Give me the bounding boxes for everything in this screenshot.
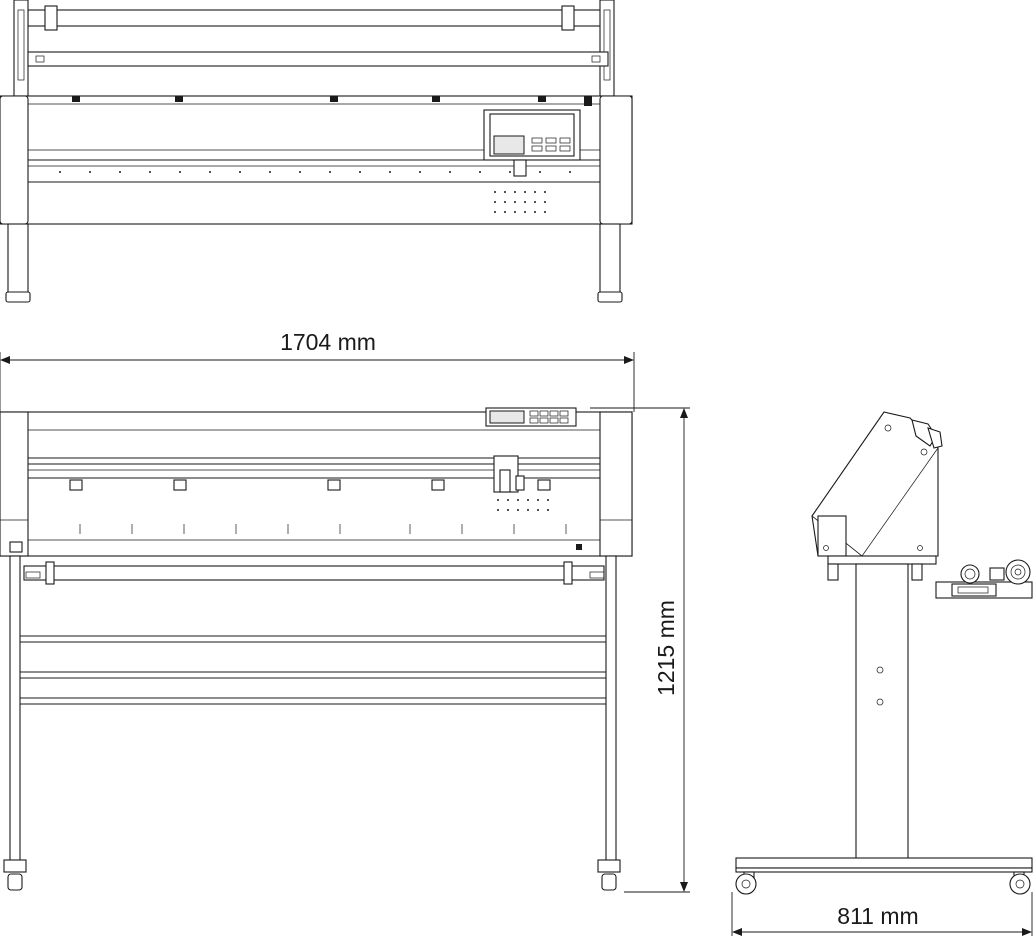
side-base	[735, 857, 1033, 869]
depth-dimension: 811 mm	[731, 892, 1033, 936]
width-label: 1704 mm	[280, 329, 376, 355]
height-dimension: 1215 mm	[590, 407, 690, 893]
front-view	[0, 407, 633, 891]
side-view	[735, 411, 1033, 895]
front-body	[0, 411, 633, 557]
top-rear-roll	[27, 9, 609, 27]
side-stand-column	[855, 563, 909, 861]
height-label: 1215 mm	[653, 600, 679, 696]
top-view	[0, 0, 633, 303]
width-dimension: 1704 mm	[0, 329, 635, 412]
front-media-roll	[23, 565, 605, 581]
depth-label: 811 mm	[837, 903, 918, 929]
